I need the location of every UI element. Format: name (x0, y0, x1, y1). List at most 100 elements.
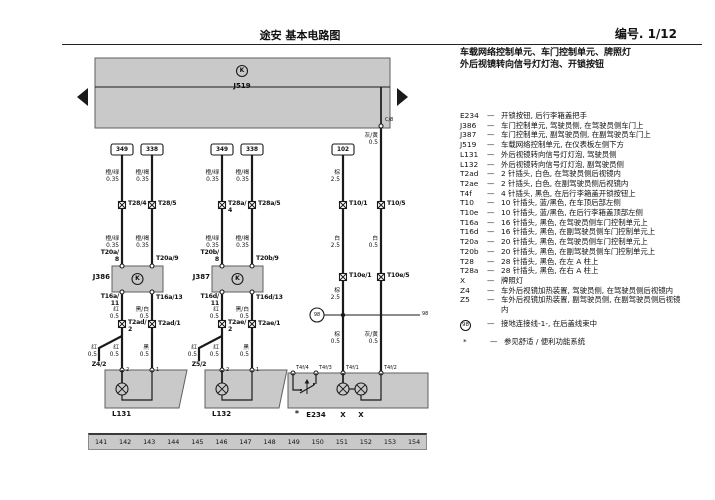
legend-dash: — (487, 285, 495, 295)
legend-dash: — (487, 266, 495, 276)
wire-color-label: 黑 0.5 (239, 345, 249, 358)
legend-dash: — (487, 295, 495, 305)
wire-color-label: 红 0.5 (187, 345, 197, 358)
legend-item: T20b—20 针插头, 黑色, 在副驾驶员侧车门控制单元上 (460, 247, 706, 257)
legend-item: T2ad—2 针插头, 白色, 在驾驶员侧后视镜内 (460, 169, 706, 179)
legend-code: L132 (460, 159, 479, 169)
legend-dash: — (487, 130, 495, 140)
terminal-number: 152 (359, 438, 372, 446)
connector-label: T2ad/1 (158, 320, 181, 327)
wire-color-label: 灰/黄 0.5 (364, 332, 378, 345)
legend-dash: — (487, 198, 495, 208)
pin-number: 1 (256, 367, 260, 373)
legend-note-item: *—参见舒适 / 便利功能系统 (460, 337, 706, 347)
terminal-number: 150 (311, 438, 324, 446)
continuation-arrow-left-icon (77, 88, 88, 106)
legend-desc: 28 针插头, 黑色, 在右 A 柱上 (501, 266, 599, 276)
pin-label: T20b/9 (256, 255, 279, 262)
component-label: J387 (192, 273, 210, 281)
legend-code: T10e (460, 208, 479, 218)
legend-code: T20b (460, 246, 479, 256)
ground-symbol-label: 98 (313, 311, 321, 318)
pin-number: 2 (126, 367, 130, 373)
connector-label: T2ae/ 2 (228, 319, 247, 333)
legend-code: Z4 (460, 285, 470, 295)
control-unit-icon: K (239, 67, 245, 74)
door-control-unit-left (111, 263, 164, 295)
terminal-number: 146 (215, 438, 228, 446)
wire-color-label: 橙/绿 0.35 (205, 236, 219, 249)
legend-code: J387 (460, 130, 477, 140)
ref-box-label: 349 (215, 146, 229, 153)
legend-code: X (460, 275, 466, 285)
legend-desc: 参见舒适 / 便利功能系统 (504, 336, 586, 346)
legend-item: L132—外后视镜转向信号灯灯泡, 副驾驶员侧 (460, 160, 706, 170)
connector-label: T28a/ 4 (228, 200, 247, 214)
wire-color-label: 棕 2.5 (330, 170, 340, 183)
connector-label: T10e/1 (349, 272, 372, 279)
legend-title-line1: 车载网络控制单元、车门控制单元、牌照灯 (460, 48, 632, 58)
legend-code: T2ae (460, 178, 479, 188)
legend-dash: — (487, 227, 495, 237)
terminal-number: 154 (407, 438, 421, 446)
terminal-number: 144 (167, 438, 180, 446)
legend-item: L131—外后视镜转向信号灯灯泡, 驾驶员侧 (460, 150, 706, 160)
component-label: E234 (306, 411, 326, 419)
legend-desc: 20 针插头, 黑色, 在副驾驶员侧车门控制单元上 (501, 246, 656, 256)
legend-item: X — 牌照灯 (460, 276, 706, 286)
continuation-arrow-right-icon (397, 88, 408, 106)
legend-desc: 牌照灯 (501, 275, 524, 285)
legend-dash: — (487, 237, 495, 247)
ref-box-label: 338 (245, 146, 259, 153)
pin-label: T16d/ 11 (200, 293, 219, 307)
legend-desc: 16 针插头, 黑色, 在驾驶员侧车门控制单元上 (501, 217, 648, 227)
legend-item: J387—车门控制单元, 副驾驶员侧, 在副驾驶员车门上 (460, 130, 706, 140)
legend-code: L131 (460, 149, 479, 159)
wire-color-label: 白 0.5 (368, 236, 378, 249)
legend-item: T20a—20 针插头, 黑色, 在驾驶员侧车门控制单元上 (460, 237, 706, 247)
wire-color-label: 黑/白 0.5 (135, 307, 149, 320)
page-number: 编号. 1/12 (614, 27, 677, 41)
pin-label: T20b/ 8 (200, 249, 219, 263)
wire-color-label: 橙/绿 0.35 (105, 236, 119, 249)
connector-label: T2ae/1 (258, 320, 281, 327)
pin-label: T4f/1 (346, 365, 359, 371)
legend-dash: — (487, 256, 495, 266)
pin-label: T20a/ 8 (100, 249, 119, 263)
left-mirror-wires (97, 155, 154, 370)
connector-label: T2ad/ 2 (128, 319, 147, 333)
terminal-number: 142 (119, 438, 132, 446)
legend-item: T10e—10 针插头, 蓝/黑色, 在后行李箱盖顶部左侧 (460, 208, 706, 218)
connector-label: T10e/5 (387, 272, 410, 279)
legend-item: T4f—4 针插头, 黑色, 在后行李箱盖开锁按钮上 (460, 189, 706, 199)
connector-label: T28/5 (158, 200, 177, 207)
page-title: 途安 基本电路图 (259, 29, 341, 42)
legend-desc: 接地连接线-1-, 在后盖线束中 (501, 318, 598, 328)
terminal-label: C/8 (385, 117, 394, 123)
wire-color-label: 红 0.5 (209, 307, 219, 320)
legend-desc: 20 针插头, 黑色, 在驾驶员侧车门控制单元上 (501, 237, 648, 247)
terminal-number: 141 (94, 438, 108, 446)
legend-item: Z5—车外后视镜加热装置, 副驾驶员侧, 在副驾驶员侧后视镜内 (460, 295, 706, 314)
component-label: X (358, 411, 364, 419)
component-label: J386 (92, 273, 110, 281)
wire-color-label: 橙/褐 0.35 (235, 236, 249, 249)
wire-color-label: 黑/白 0.5 (235, 307, 249, 320)
wire-color-label: 橙/褐 0.35 (135, 170, 149, 183)
wire-color-label: 红 0.5 (87, 345, 97, 358)
legend-code: J386 (460, 120, 477, 130)
legend-item: T28—28 针插头, 黑色, 在左 A 柱上 (460, 257, 706, 267)
terminal-number: 145 (191, 438, 204, 446)
footnote-star: * (294, 409, 300, 418)
legend-dash: — (487, 140, 495, 150)
legend-code: T16a (460, 217, 479, 227)
wire-color-label: 橙/绿 0.35 (205, 170, 219, 183)
terminal-number: 151 (335, 438, 348, 446)
pin-number: 1 (156, 367, 160, 373)
wire-color-label: 红 0.5 (109, 307, 119, 320)
connector-label: T28/4 (128, 200, 147, 207)
legend-dash: — (487, 275, 495, 285)
legend-dash: — (487, 178, 495, 188)
